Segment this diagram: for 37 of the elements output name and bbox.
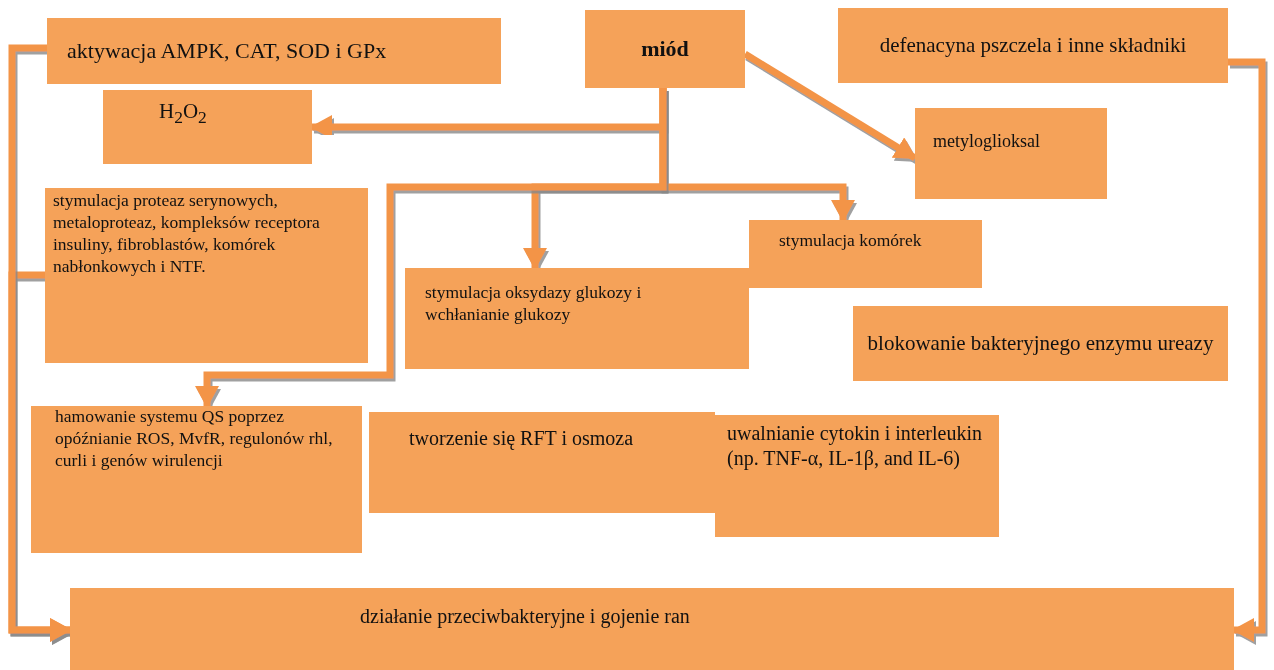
process-box (715, 415, 999, 537)
node-text: blokowanie bakteryjnego enzymu ureazy (867, 330, 1214, 357)
node-text: stymulacja oksydazy glukozy i wchłanianie glukozy (425, 282, 643, 326)
node-text: stymulacja proteaz serynowych, metaloproteaz, kompleksów receptora insuliny, fibroblastów, komórek nabłonkowych i NTF. (53, 190, 321, 278)
process-box (70, 588, 1234, 670)
node-text: H$_{2}$O$_{2}$ (159, 98, 207, 130)
arrow (8, 44, 72, 642)
node-text: tworzenie się RFT i osmoza (409, 426, 634, 451)
process-box (749, 220, 982, 288)
process-box (103, 90, 312, 164)
arrow (828, 537, 852, 590)
node-text: uwalnianie cytokin i interleukin (np. TNF-α, IL-1β, and IL-6) (727, 421, 983, 471)
arrow (745, 33, 840, 57)
process-box (45, 188, 368, 363)
arrow (523, 369, 547, 414)
arrow (195, 88, 667, 408)
node-text: metyloglioksal (933, 130, 1040, 153)
arrow (516, 513, 540, 590)
arrow (826, 288, 850, 417)
process-box (47, 18, 501, 84)
process-box (369, 412, 715, 513)
node-text: stymulacja komórek (779, 230, 922, 252)
process-box (838, 8, 1228, 83)
arrow (195, 164, 219, 190)
process-box (31, 406, 362, 553)
process-box (585, 10, 745, 88)
process-box (405, 268, 749, 369)
node-text: działanie przeciwbakteryjne i gojenie ran (360, 604, 690, 629)
arrow (1007, 199, 1031, 308)
arrow (195, 553, 219, 590)
node-text: hamowanie systemu QS poprzez opóźnianie ROS, MvfR, regulonów rhl, curli i genów wirulencji (55, 406, 334, 472)
process-box (853, 306, 1228, 381)
node-text: aktywacja AMPK, CAT, SOD i GPx (67, 37, 387, 65)
node-text: defenacyna pszczela i inne składniki (879, 32, 1187, 59)
arrow (1007, 381, 1031, 590)
process-box (915, 108, 1107, 199)
node-text: miód (641, 35, 689, 63)
